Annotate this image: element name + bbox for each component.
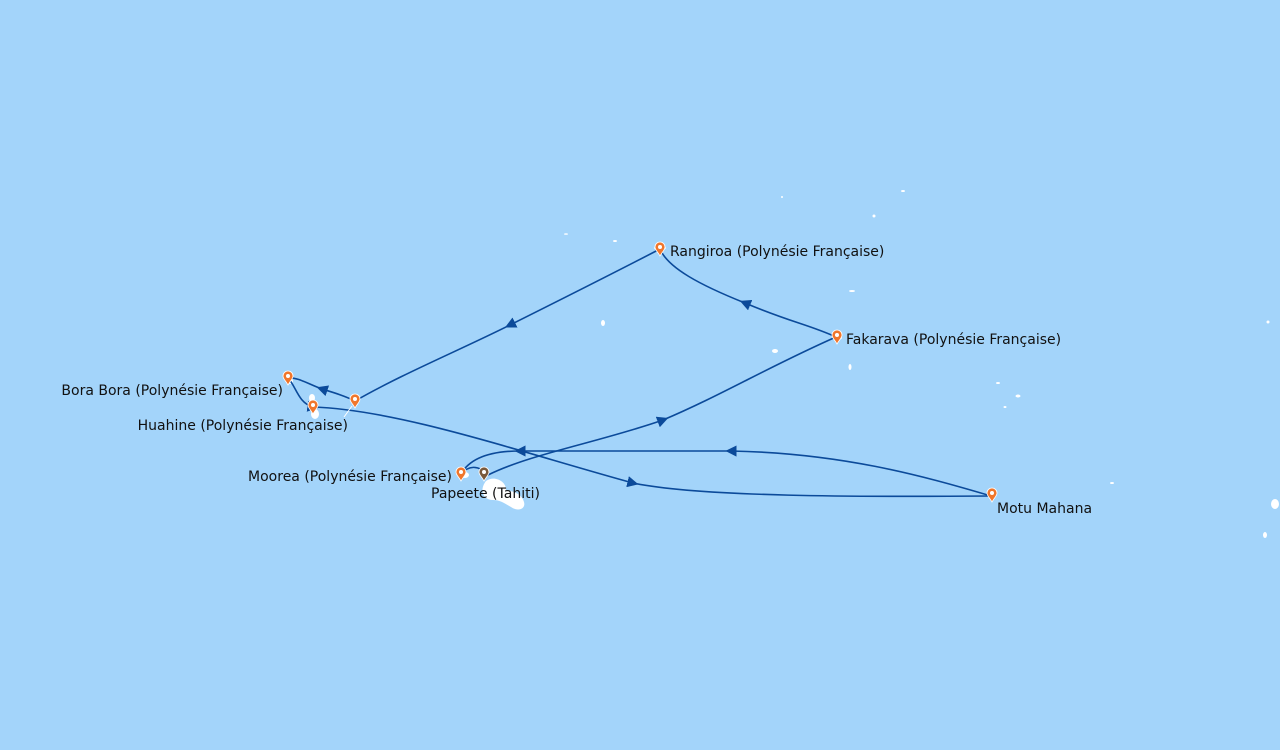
route-leg-fakarava-rangiroa [659,248,837,338]
route-leg-motu-mahana-moorea [460,445,992,497]
route-leg-huahine-bora-bora [287,377,356,402]
atoll [601,320,605,326]
atoll [849,290,855,292]
map-pin-icon[interactable] [282,370,294,386]
atoll [848,364,852,370]
atoll [1110,482,1114,484]
marker-layer [282,241,998,503]
label-layer: Rangiroa (Polynésie Française) Fakarava (… [61,244,1092,517]
route-layer [287,248,992,498]
label-leader-line [343,405,353,418]
map-pin-icon[interactable] [455,466,467,482]
atoll [1263,532,1267,538]
atoll [1015,394,1021,398]
atoll [564,233,568,235]
atoll [1271,499,1279,509]
port-label-fakarava: Fakarava (Polynésie Française) [846,332,1061,348]
port-label-papeete: Papeete (Tahiti) [431,486,540,502]
atoll [781,196,783,198]
map-pin-icon[interactable] [654,241,666,257]
atoll [872,214,876,218]
port-label-moorea: Moorea (Polynésie Française) [248,469,452,485]
atoll [772,349,778,353]
route-leg-rangiroa-huahine [354,248,661,402]
atoll [996,382,1000,384]
map-pin-icon[interactable] [831,329,843,345]
port-label-bora-bora: Bora Bora (Polynésie Française) [61,383,283,399]
atoll [1003,406,1007,408]
map-pin-icon[interactable] [986,487,998,503]
map-pin-icon[interactable] [307,399,319,415]
port-label-huahine: Huahine (Polynésie Française) [138,418,348,434]
map-pin-icon[interactable] [478,466,490,482]
port-label-motu-mahana: Motu Mahana [997,501,1092,517]
port-label-rangiroa: Rangiroa (Polynésie Française) [670,244,884,260]
atoll [613,240,617,242]
atoll [1266,320,1270,324]
map-pin-icon[interactable] [349,393,361,409]
atoll [901,190,905,192]
